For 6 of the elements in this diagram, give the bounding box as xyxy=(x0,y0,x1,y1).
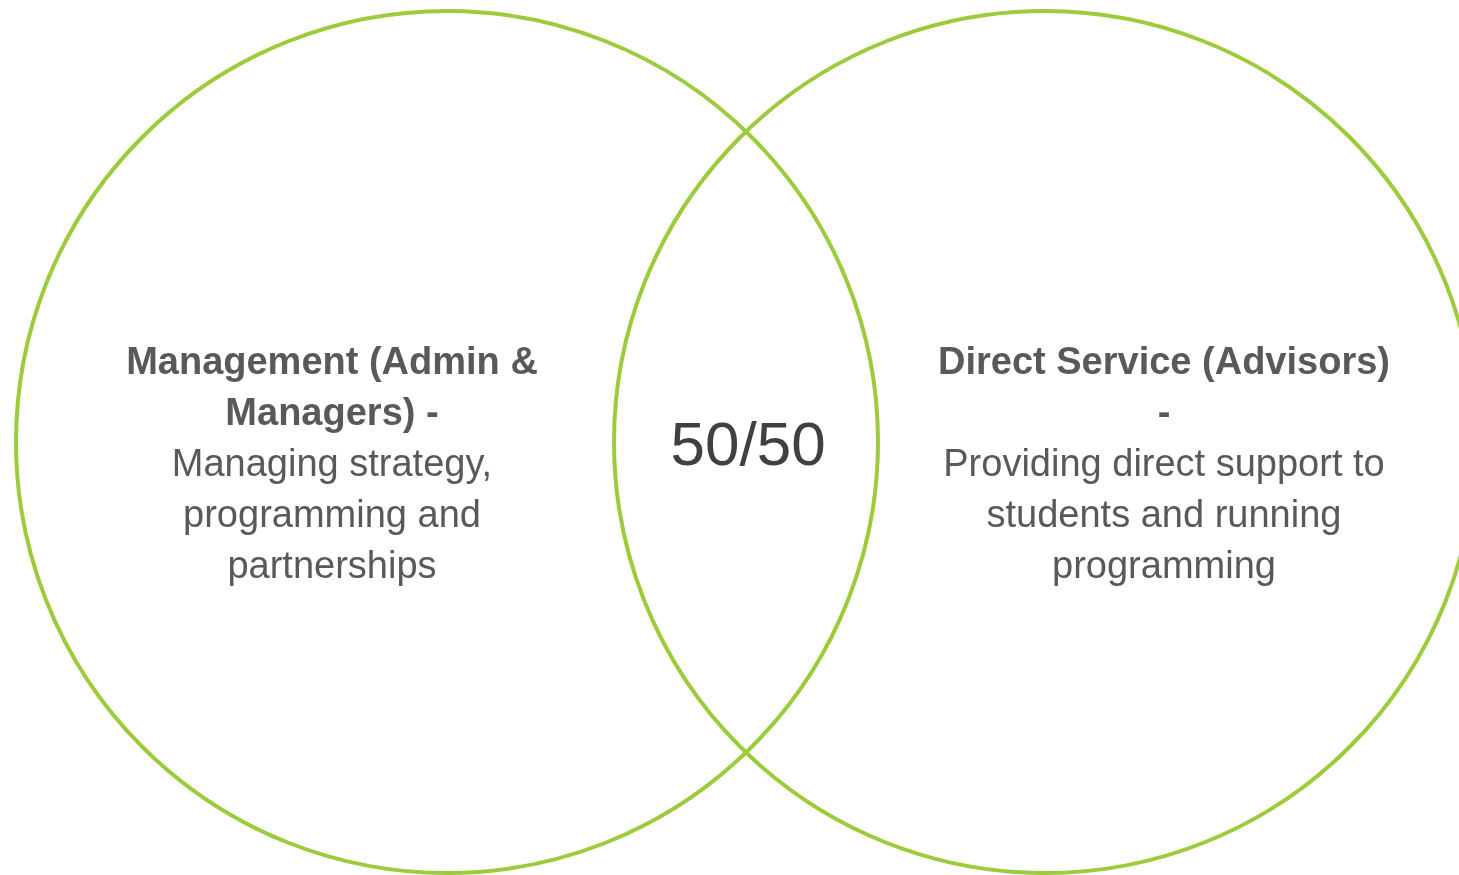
circle-heading: Direct Service (Advisors) - xyxy=(937,339,1391,435)
circle-description: Providing direct support to students and running programming xyxy=(942,441,1386,588)
circle-heading: Management (Admin & Managers) - xyxy=(125,339,539,435)
circle-description: Managing strategy, programming and partnerships xyxy=(170,441,494,588)
venn-circle xyxy=(14,9,880,875)
ratio-label: 50/50 xyxy=(670,407,826,479)
